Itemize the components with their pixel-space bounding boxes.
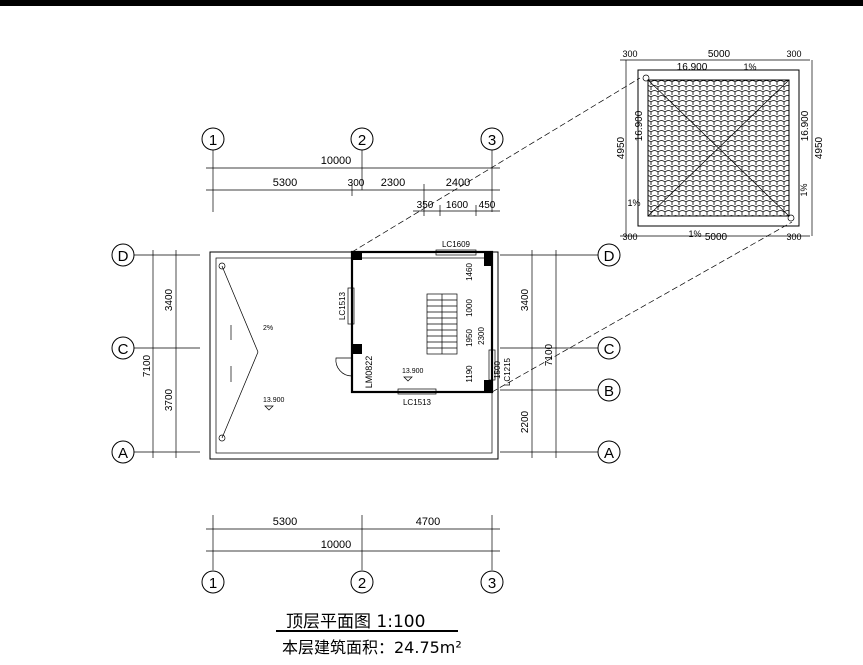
terrace-elevation: 13.900 <box>263 397 285 404</box>
title-area: 本层建筑面积：24.75m² <box>282 638 462 657</box>
dim-right-total: 7100 <box>544 343 555 366</box>
dim-stair-2300: 2300 <box>477 327 486 345</box>
window-LC1513-left: LC1513 <box>338 291 347 320</box>
dim-top-450: 450 <box>479 200 496 211</box>
grid-label-1-top: 1 <box>209 132 217 149</box>
window-LC1215: LC1215 <box>503 357 512 386</box>
dim-top-300: 300 <box>348 178 365 189</box>
detail-leader-top <box>351 77 641 253</box>
detail-edge-top-right: 300 <box>786 49 801 59</box>
grid-axes-top: 1 2 3 <box>201 127 504 212</box>
grid-label-D-left: D <box>118 248 129 265</box>
detail-width-top: 5000 <box>708 49 731 60</box>
grid-label-B-right: B <box>604 383 614 400</box>
dim-top-1600: 1600 <box>446 200 469 211</box>
dim-stair-1500: 1500 <box>493 361 502 379</box>
drawing-title: 顶层平面图 1:100 本层建筑面积：24.75m² <box>276 612 462 657</box>
dim-top-2400: 2400 <box>446 177 470 189</box>
grid-label-C-right: C <box>604 341 615 358</box>
frame-top-bar <box>0 0 863 6</box>
dim-stair-1190: 1190 <box>465 365 474 383</box>
dim-left-3700: 3700 <box>164 388 175 411</box>
detail-edge-bottom-left: 300 <box>622 232 637 242</box>
detail-height-left: 4950 <box>616 136 627 159</box>
grid-label-3-bottom: 3 <box>488 575 496 592</box>
detail-edge-bottom-right: 300 <box>786 232 801 242</box>
roof-slope-label: 2% <box>263 325 273 332</box>
grid-label-D-right: D <box>604 248 615 265</box>
detail-edge-top-left: 300 <box>622 49 637 59</box>
grid-label-A-right: A <box>604 445 614 462</box>
dim-stair-1950: 1950 <box>465 329 474 347</box>
window-LC1609: LC1609 <box>442 240 471 249</box>
detail-elevation-top: 16.900 <box>677 62 708 73</box>
dim-bottom-5300: 5300 <box>273 516 297 528</box>
dim-stair-1460: 1460 <box>465 263 474 281</box>
detail-slope-left: 1% <box>627 198 640 208</box>
door-LM0822: LM0822 <box>364 356 374 389</box>
grid-label-3-top: 3 <box>488 132 496 149</box>
window-LC1513-bottom: LC1513 <box>403 398 432 407</box>
grid-label-1-bottom: 1 <box>209 575 217 592</box>
dim-top-2300: 2300 <box>381 177 405 189</box>
room-elevation: 13.900 <box>402 368 424 375</box>
roof-outline: 2% 13.900 <box>209 251 499 460</box>
detail-slope-bottom: 1% <box>688 229 701 239</box>
dimensions-top: 10000 5300 300 2300 2400 350 1600 450 <box>206 155 500 216</box>
detail-elevation-left: 16.900 <box>634 110 645 141</box>
detail-height-right: 4950 <box>814 136 825 159</box>
stair-room: LC1609 LC1513 LC1513 LC1215 LM0822 1460 … <box>335 240 512 407</box>
dimensions-bottom: 5300 4700 10000 1 2 3 <box>201 515 504 594</box>
grid-axes-left: D C A 7100 3400 3700 <box>111 243 200 464</box>
grid-label-C-left: C <box>118 341 129 358</box>
dim-bottom-4700: 4700 <box>416 516 440 528</box>
dim-bottom-total: 10000 <box>321 539 352 551</box>
dim-right-2200: 2200 <box>520 410 531 433</box>
grid-axes-right: D C B A 3400 2200 7100 <box>500 243 621 464</box>
dim-top-total: 10000 <box>321 155 352 167</box>
detail-slope-right: 1% <box>799 183 809 196</box>
dim-right-3400: 3400 <box>520 288 531 311</box>
dim-left-total: 7100 <box>142 354 153 377</box>
grid-label-2-top: 2 <box>358 132 366 149</box>
title-main: 顶层平面图 1:100 <box>286 612 425 632</box>
detail-leader-bottom <box>491 221 793 393</box>
detail-width-bottom: 5000 <box>705 232 728 243</box>
detail-slope-top: 1% <box>743 62 756 72</box>
grid-label-2-bottom: 2 <box>358 575 366 592</box>
roof-detail: 300 5000 300 16.900 1% 300 5000 300 1% 4… <box>616 49 825 243</box>
dim-top-5300: 5300 <box>273 177 297 189</box>
grid-label-A-left: A <box>118 445 128 462</box>
dim-stair-1000: 1000 <box>465 299 474 317</box>
dim-top-350: 350 <box>417 200 434 211</box>
dim-left-3400: 3400 <box>164 288 175 311</box>
detail-elevation-right: 16.900 <box>800 110 811 141</box>
